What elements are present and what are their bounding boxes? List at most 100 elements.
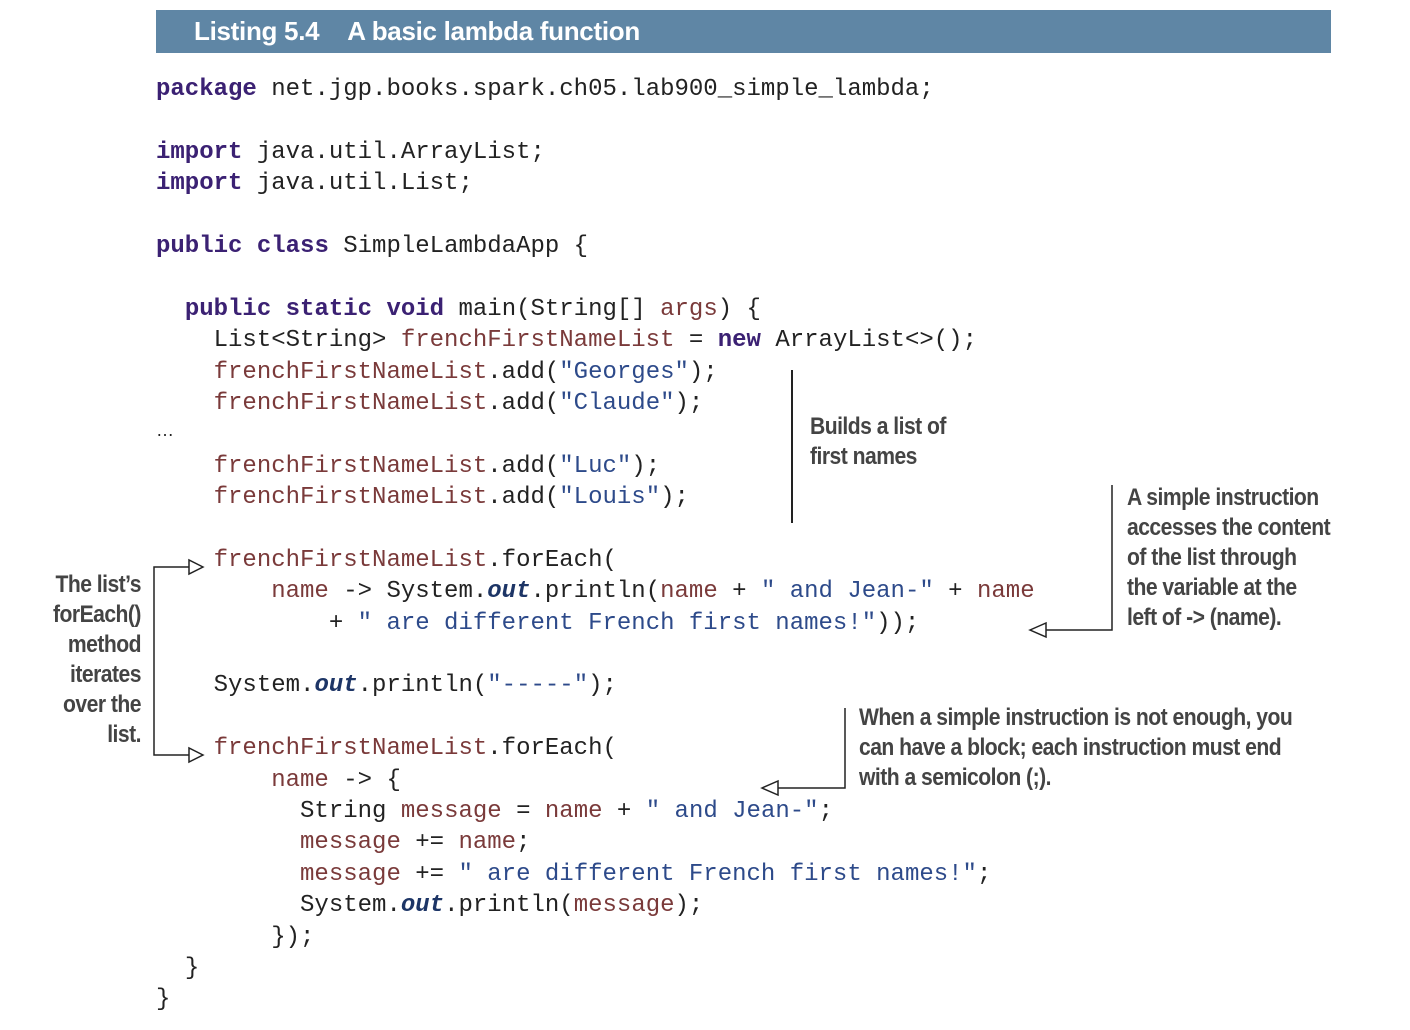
variable: frenchFirstNameList xyxy=(213,735,488,763)
string-literal: "Luc" xyxy=(559,452,632,480)
code-text: java.util.ArrayList; xyxy=(242,138,545,166)
code-text: .forEach( xyxy=(487,546,617,574)
code-text: }); xyxy=(271,923,315,951)
listing-header: Listing 5.4 A basic lambda function xyxy=(156,10,1331,53)
keyword: class xyxy=(256,232,329,260)
annotation-line: When a simple instruction is not enough,… xyxy=(859,704,1293,731)
code-text: -> System. xyxy=(328,578,488,606)
annotation-line: forEach() xyxy=(53,601,141,628)
arrow-head-block xyxy=(760,779,779,797)
code-text: net.jgp.books.spark.ch05.lab900_simple_l… xyxy=(256,76,934,103)
code-line-main: public static void main(String[] args) { xyxy=(156,294,1035,325)
listing-title: A basic lambda function xyxy=(347,16,640,46)
arrow-head-foreach-1 xyxy=(188,558,205,576)
connector-block xyxy=(776,708,846,789)
code-text: ); xyxy=(674,389,704,417)
annotation-builds-list: Builds a list of first names xyxy=(810,412,946,472)
variable: name xyxy=(544,797,603,825)
string-literal: " are different French first names!" xyxy=(357,609,877,637)
code-line-add: frenchFirstNameList.add("Luc"); xyxy=(156,451,1035,482)
code-line-method-close: } xyxy=(156,953,1035,984)
code-text: java.util.List; xyxy=(242,170,473,198)
string-literal: "Louis" xyxy=(559,484,661,512)
annotation-line: accesses the content xyxy=(1127,514,1331,541)
code-line-package: package net.jgp.books.spark.ch05.lab900_… xyxy=(156,74,1035,105)
code-text: .forEach( xyxy=(487,735,617,763)
keyword: import xyxy=(156,170,243,198)
annotation-foreach: The list’s forEach() method iterates ove… xyxy=(53,570,141,750)
code-line-message-append: message += " are different French first … xyxy=(156,859,1035,890)
keyword: new xyxy=(717,327,761,355)
code-text: + xyxy=(328,609,358,637)
code-line-list-decl: List<String> frenchFirstNameList = new A… xyxy=(156,325,1035,356)
code-text: + xyxy=(717,578,761,606)
annotation-line: left of -> (name). xyxy=(1127,604,1282,631)
annotation-block: When a simple instruction is not enough,… xyxy=(859,703,1293,793)
code-text: main(String[] xyxy=(444,295,661,323)
code-text: ; xyxy=(516,829,531,857)
code-text: .add( xyxy=(487,389,560,417)
annotation-line: A simple instruction xyxy=(1127,484,1319,511)
keyword: import xyxy=(156,138,243,166)
code-text: -> { xyxy=(328,766,401,794)
variable: name xyxy=(271,578,329,606)
code-text: ; xyxy=(818,797,833,825)
code-text: ); xyxy=(631,452,661,480)
keyword: package xyxy=(156,76,257,103)
code-text: String xyxy=(300,797,401,825)
code-line-lambda-block: name -> { xyxy=(156,765,1035,796)
code-line-import: import java.util.ArrayList; xyxy=(156,137,1035,168)
code-text: ) { xyxy=(717,295,761,323)
code-line-foreach: frenchFirstNameList.forEach( xyxy=(156,733,1035,764)
code-text: System. xyxy=(213,672,315,700)
code-line-lambda-cont: + " are different French first names!"))… xyxy=(156,608,1035,639)
code-line-println: System.out.println("-----"); xyxy=(156,670,1035,701)
code-text: ); xyxy=(660,484,689,512)
code-line-println: System.out.println(message); xyxy=(156,890,1035,921)
ellipsis: … xyxy=(156,420,174,441)
variable: frenchFirstNameList xyxy=(213,389,488,417)
code-text: + xyxy=(933,578,977,606)
variable: args xyxy=(660,295,718,323)
annotation-simple-instruction: A simple instruction accesses the conten… xyxy=(1127,483,1331,633)
code-text: = xyxy=(674,327,718,355)
annotation-line: method xyxy=(67,631,142,658)
code-line-add: frenchFirstNameList.add("Claude"); xyxy=(156,388,1035,419)
annotation-line: first names xyxy=(810,443,917,470)
annotation-line: The list’s xyxy=(55,571,142,598)
code-text: .println( xyxy=(444,892,574,920)
annotation-line: over the xyxy=(63,691,141,718)
variable: frenchFirstNameList xyxy=(213,358,488,386)
code-text: .println( xyxy=(530,578,661,606)
code-block: package net.jgp.books.spark.ch05.lab900_… xyxy=(156,74,1035,1016)
code-text: .add( xyxy=(487,484,560,512)
code-line-class: public class SimpleLambdaApp { xyxy=(156,231,1035,262)
code-text: ); xyxy=(688,358,718,386)
code-text: List<String> xyxy=(213,327,401,355)
code-text: System. xyxy=(300,892,401,920)
code-text: += xyxy=(400,860,459,888)
code-line-message-decl: String message = name + " and Jean-"; xyxy=(156,796,1035,827)
string-literal: " are different French first names!" xyxy=(458,860,977,888)
variable: name xyxy=(976,578,1035,606)
code-line-import: import java.util.List; xyxy=(156,168,1035,199)
connector-simple-instruction xyxy=(1044,485,1113,631)
code-text: + xyxy=(602,797,646,825)
variable: name xyxy=(660,578,718,606)
keyword: public xyxy=(156,232,243,260)
code-line-lambda: name -> System.out.println(name + " and … xyxy=(156,576,1035,607)
code-text: .add( xyxy=(487,452,560,480)
variable: name xyxy=(458,829,517,857)
arrow-head-foreach-2 xyxy=(188,746,205,764)
annotation-line: Builds a list of xyxy=(810,413,946,440)
code-text: SimpleLambdaApp { xyxy=(328,232,589,260)
annotation-line: with a semicolon (;). xyxy=(859,764,1051,791)
code-line-foreach: frenchFirstNameList.forEach( xyxy=(156,545,1035,576)
listing-number: Listing 5.4 xyxy=(194,16,320,46)
code-text: } xyxy=(184,954,200,982)
string-literal: "Georges" xyxy=(559,358,689,386)
annotation-line: of the list through xyxy=(1127,544,1297,571)
variable: message xyxy=(300,860,401,888)
variable: frenchFirstNameList xyxy=(400,327,675,355)
